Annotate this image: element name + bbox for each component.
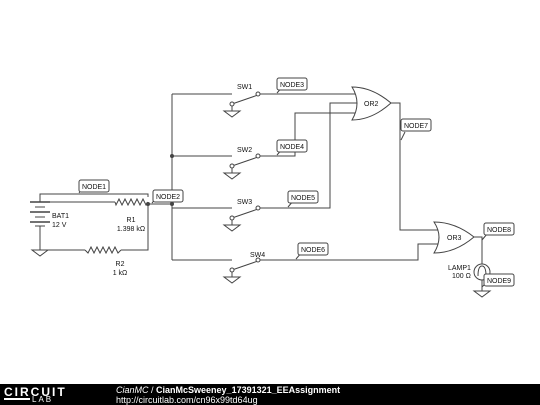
battery-value: 12 V xyxy=(52,222,67,229)
wire-sw2-out xyxy=(258,112,357,157)
wire-node8 xyxy=(474,236,483,264)
switch-sw2-label: SW2 xyxy=(237,147,252,154)
switch-sw3-label: SW3 xyxy=(237,199,252,206)
switch-sw4-label: SW4 xyxy=(250,252,265,259)
svg-text:NODE2: NODE2 xyxy=(156,194,180,201)
node-label-node6[interactable]: NODE6 xyxy=(295,242,329,260)
lamp-value: 100 Ω xyxy=(452,273,471,280)
wire-bat-top xyxy=(39,193,149,202)
ground-icon xyxy=(222,276,242,284)
circuitlab-logo[interactable]: CIRCUIT LAB xyxy=(4,384,104,405)
node-label-node4[interactable]: NODE4 xyxy=(276,139,308,156)
svg-text:NODE3: NODE3 xyxy=(280,82,304,89)
wire-bat-bottom xyxy=(39,226,85,251)
wire-r2-right xyxy=(121,204,149,251)
resistor-r1-name: R1 xyxy=(127,217,136,224)
svg-text:NODE7: NODE7 xyxy=(404,123,428,130)
wires xyxy=(39,93,483,291)
wire-node7 xyxy=(391,102,440,231)
svg-text:NODE8: NODE8 xyxy=(487,227,511,234)
project-url[interactable]: http://circuitlab.com/cn96x99td64ug xyxy=(116,395,258,405)
ground-icon xyxy=(30,249,50,257)
ground-icon xyxy=(222,110,242,118)
svg-text:NODE9: NODE9 xyxy=(487,278,511,285)
ground-icon xyxy=(222,224,242,232)
ground-icon xyxy=(472,290,492,298)
gate-or3-label: OR3 xyxy=(447,235,462,242)
ground-icon xyxy=(222,172,242,180)
lamp-lamp1[interactable] xyxy=(473,263,491,281)
node-label-node8[interactable]: NODE8 xyxy=(481,222,515,241)
resistor-r1-value: 1.398 kΩ xyxy=(117,226,145,233)
wire-sw3-out xyxy=(258,102,360,209)
wire-sw4-out xyxy=(258,243,440,261)
resistor-r1-zigzag xyxy=(114,197,149,207)
switch-sw1-blade xyxy=(231,94,259,105)
node-label-node5[interactable]: NODE5 xyxy=(287,190,319,208)
logo-bar xyxy=(4,398,30,400)
svg-text:NODE5: NODE5 xyxy=(291,195,315,202)
node-label-node1[interactable]: NODE1 xyxy=(78,179,110,194)
gate-or2-label: OR2 xyxy=(364,101,379,108)
resistor-r2-value: 1 kΩ xyxy=(113,270,128,277)
svg-text:NODE1: NODE1 xyxy=(82,184,106,191)
lamp-name: LAMP1 xyxy=(448,265,471,272)
or-gate-or3[interactable] xyxy=(433,221,475,254)
footer-bar: CIRCUIT LAB CianMC / CianMcSweeney_17391… xyxy=(0,384,540,405)
switch-sw2-blade xyxy=(231,156,259,167)
switch-contacts xyxy=(229,91,261,273)
svg-text:NODE6: NODE6 xyxy=(301,247,325,254)
resistor-r2-zigzag xyxy=(84,245,122,255)
svg-text:NODE4: NODE4 xyxy=(280,144,304,151)
project-caption: CianMC / CianMcSweeney_17391321_EEAssign… xyxy=(116,385,340,395)
node-label-node7[interactable]: NODE7 xyxy=(400,118,432,141)
component-labels: BAT1 12 V R1 1.398 kΩ R2 1 kΩ SW1 SW2 SW… xyxy=(52,84,471,280)
battery-bat1[interactable] xyxy=(30,201,50,227)
project-link[interactable]: CianMcSweeney_17391321_EEAssignment xyxy=(156,385,341,395)
junction-dots xyxy=(146,154,174,206)
node-labels: NODE1 NODE2 NODE3 NODE4 NODE5 NODE6 xyxy=(78,77,515,288)
switch-sw1-label: SW1 xyxy=(237,84,252,91)
logo-top-text: CIRCUIT xyxy=(4,385,67,399)
author-link[interactable]: CianMC xyxy=(116,385,149,395)
switch-sw4-blade xyxy=(231,260,259,271)
resistor-r2-name: R2 xyxy=(116,261,125,268)
logo-bottom-text: LAB xyxy=(32,395,54,404)
or-gate-or2[interactable] xyxy=(351,86,392,121)
node-label-node2[interactable]: NODE2 xyxy=(151,189,184,204)
switch-sw3-blade xyxy=(231,208,259,219)
node-label-node9[interactable]: NODE9 xyxy=(481,273,515,288)
node-label-node3[interactable]: NODE3 xyxy=(276,77,308,94)
battery-name: BAT1 xyxy=(52,213,69,220)
caption-separator: / xyxy=(148,385,157,395)
ground-symbols xyxy=(30,110,492,298)
